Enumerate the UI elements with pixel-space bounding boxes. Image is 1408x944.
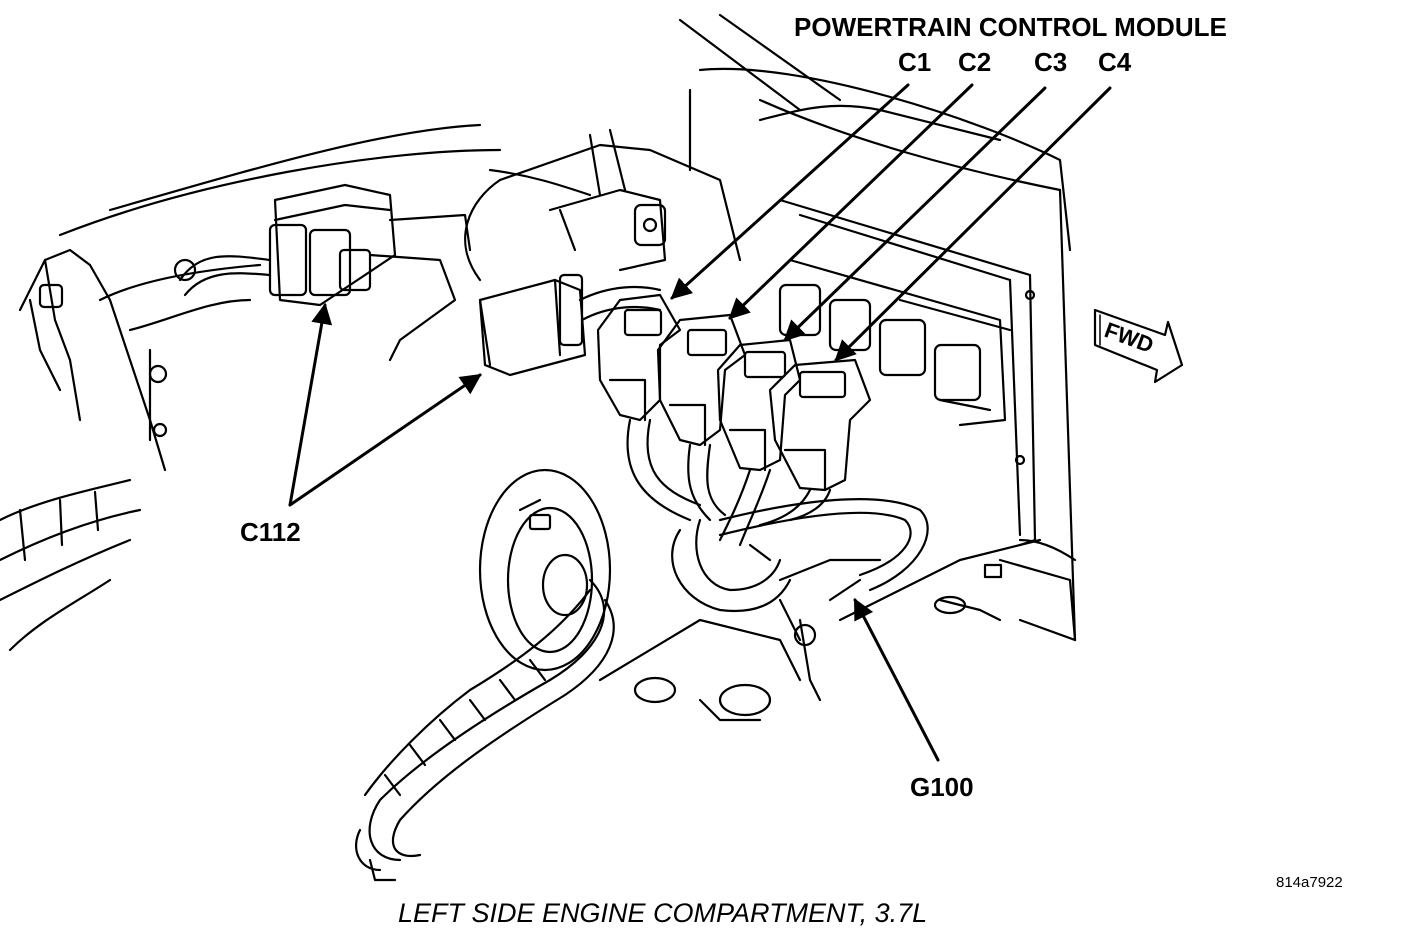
arrow-g100 [853,598,940,762]
arrow-c112-left [288,302,333,507]
figure-ref: 814a7922 [1276,874,1343,891]
pcm-connector-c3 [716,338,802,472]
upper-bracket [464,128,742,282]
c112-connector-left [173,183,472,362]
fwd-arrow [1093,308,1184,384]
grommet [478,468,612,672]
label-g100: G100 [910,772,974,802]
pcm-connector-c4 [768,358,872,492]
left-harness [0,478,142,652]
label-c112: C112 [240,517,301,547]
arrow-c2 [728,83,974,320]
engine-details [598,538,1077,722]
label-c2: C2 [958,47,992,77]
pcm-connector-c1 [596,293,682,422]
pcm-sockets [778,283,992,412]
label-c4: C4 [1098,47,1132,77]
figure-caption: LEFT SIDE ENGINE COMPARTMENT, 3.7L [398,898,928,928]
c112-connector-middle [478,273,662,377]
left-bracket [18,248,262,472]
label-c1: C1 [898,47,932,77]
module-title: POWERTRAIN CONTROL MODULE [794,12,1227,42]
arrow-c1 [670,83,910,300]
pcm-harness [626,418,929,613]
label-c3: C3 [1034,47,1068,77]
arrow-c112-right [288,373,482,507]
arrow-c4 [834,86,1112,362]
leader-arrows [288,83,1112,762]
arrow-c3 [783,86,1047,342]
pcm-connector-c2 [656,313,747,447]
lower-harness [355,578,615,882]
body-panel-lines [58,13,1077,642]
